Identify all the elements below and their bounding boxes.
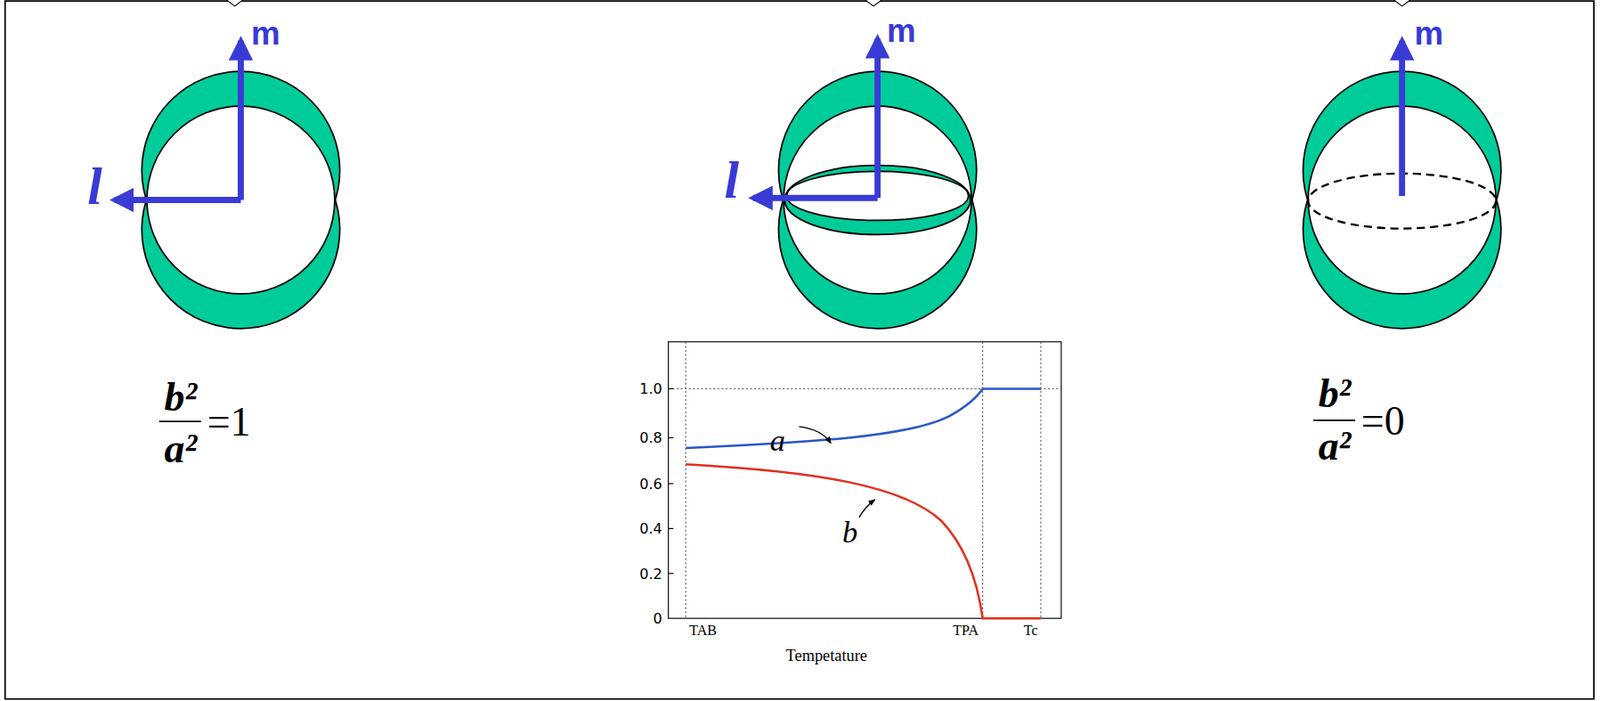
l-vector bbox=[113, 196, 241, 204]
m-vector bbox=[874, 39, 881, 199]
top-connectors bbox=[226, 0, 1410, 7]
vector-label: l bbox=[723, 154, 740, 208]
tick-label: 0.2 bbox=[639, 566, 663, 581]
curve-b bbox=[685, 463, 1041, 618]
tick-label: 1.0 bbox=[639, 381, 663, 396]
fraction-numerator: b² bbox=[1318, 373, 1352, 415]
leader-line bbox=[798, 426, 831, 443]
fraction-denominator: a² bbox=[1318, 425, 1352, 467]
fraction-bar bbox=[1313, 419, 1356, 422]
curve-label: b bbox=[842, 517, 858, 548]
fraction-denominator: a² bbox=[164, 428, 198, 470]
panel-frame bbox=[5, 0, 1594, 699]
axis-tick-label: TAB bbox=[689, 623, 717, 638]
fraction-bar bbox=[159, 420, 202, 423]
curve-a bbox=[685, 388, 1041, 447]
vector-label: m bbox=[251, 16, 281, 50]
curve-label: a bbox=[770, 425, 786, 456]
l-vector bbox=[753, 194, 878, 202]
vector-label: m bbox=[886, 14, 917, 48]
vector-label: m bbox=[1413, 16, 1444, 50]
axis-title: Tempetature bbox=[786, 647, 868, 664]
axis-tick-label: TPA bbox=[952, 623, 979, 638]
m-vector bbox=[237, 40, 244, 201]
leader-line bbox=[859, 499, 875, 517]
equation-value: =1 bbox=[207, 401, 252, 443]
vector-label: l bbox=[87, 160, 103, 214]
tick-label: 0 bbox=[653, 610, 663, 626]
grid-lines bbox=[668, 341, 1062, 618]
tick-label: 0.8 bbox=[639, 430, 663, 445]
tick-label: 0.4 bbox=[639, 520, 663, 536]
tick-label: 0.6 bbox=[639, 476, 663, 491]
m-vector bbox=[1398, 40, 1406, 196]
tick-marks bbox=[668, 388, 675, 573]
fraction-numerator: b² bbox=[164, 376, 198, 418]
chart-frame bbox=[668, 341, 1062, 618]
equation-value: =0 bbox=[1361, 400, 1406, 442]
axis-tick-label: Tc bbox=[1023, 623, 1039, 638]
